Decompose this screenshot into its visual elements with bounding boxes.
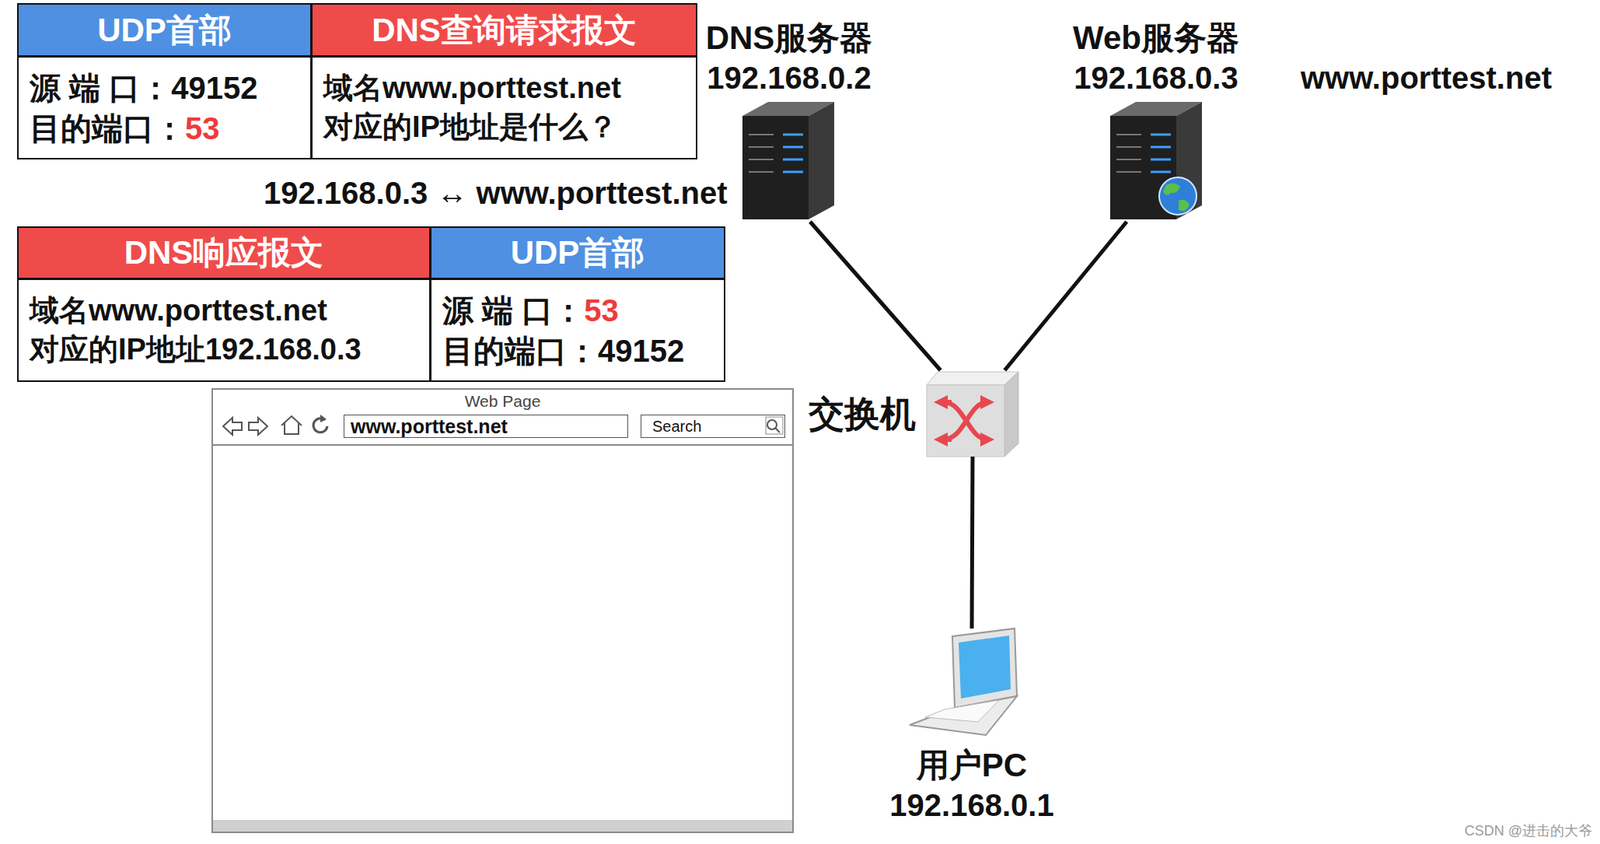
device-name: Web服务器 [1072,19,1240,57]
url-bar: www.porttest.net [343,414,629,438]
user-pc: 用户PC192.168.0.1 [866,628,1077,832]
field-text: 49152 [597,333,685,368]
server-icon [742,101,835,220]
field-text: 53 [185,111,221,146]
dns-response-title: DNS响应报文 [17,226,431,280]
field-text: 域名www.porttest.net [323,71,622,105]
udp-header-title: UDP首部 [429,226,726,280]
text-line: 目的端口：49152 [442,330,713,371]
network-link [971,456,973,629]
udp-header-body: 源 端 口：49152目的端口：53 [17,55,312,160]
device-name: 交换机 [808,390,916,439]
field-text: 对应的IP地址是什么？ [323,110,618,144]
dns-query-title: DNS查询请求报文 [310,3,698,57]
device-name: DNS服务器 [705,19,874,57]
udp-header-title: UDP首部 [17,3,312,57]
domain-label: www.porttest.net [1300,60,1552,96]
header-text: UDP首部 [510,230,646,275]
text-line: 目的端口：53 [29,108,300,149]
server-icon [1110,101,1202,220]
ip-address: 192.168.0.2 [706,59,871,96]
window-title: Web Page [212,391,794,411]
header-text: DNS查询请求报文 [371,8,637,53]
dns-query-body: 域名www.porttest.net 对应的IP地址是什么？ [310,55,698,160]
web-server: Web服务器192.168.0.3 [1051,19,1262,222]
field-text: 目的端口： [442,333,598,368]
field-text: 源 端 口： [29,70,172,105]
header-text: DNS响应报文 [124,230,325,275]
switch: 交换机 [926,370,1019,457]
field-text: 对应的IP地址192.168.0.3 [29,332,362,366]
browser-frame [212,388,794,832]
field-text: 49152 [171,70,258,105]
field-text: 源 端 口： [442,293,584,328]
mapping-note: 192.168.0.3 ↔ www.porttest.net [263,175,728,211]
field-text: 目的端口： [29,111,186,146]
field-text: 53 [583,293,619,328]
globe-icon [1159,177,1197,215]
ip-address: 192.168.0.3 [1073,59,1238,96]
search-box: Search [640,414,786,438]
udp-header-body: 源 端 口：53目的端口：49152 [429,278,726,382]
switch-icon [926,371,1019,457]
watermark: CSDN @进击的大爷 [1464,820,1593,840]
text-line: 域名www.porttest.net [323,69,685,108]
text-line: 对应的IP地址192.168.0.3 [29,330,419,369]
dns-response-body: 域名www.porttest.net 对应的IP地址192.168.0.3 [17,278,431,382]
header-text: UDP首部 [97,8,232,53]
text-line: 域名www.porttest.net [29,291,419,330]
laptop-icon [909,628,1017,735]
text-line: 源 端 口：53 [442,289,713,331]
field-text: 域名www.porttest.net [29,293,328,327]
browser-window: Web Page www.porttest.net Search [212,388,794,832]
network-link [810,221,941,371]
network-link [1004,221,1127,371]
search-text: Search [652,417,702,436]
text-line: 对应的IP地址是什么？ [323,108,685,147]
device-name: 用户PC [916,746,1028,784]
text-line: 源 端 口：49152 [29,67,300,109]
url-text: www.porttest.net [350,415,508,438]
ip-address: 192.168.0.1 [889,786,1054,823]
